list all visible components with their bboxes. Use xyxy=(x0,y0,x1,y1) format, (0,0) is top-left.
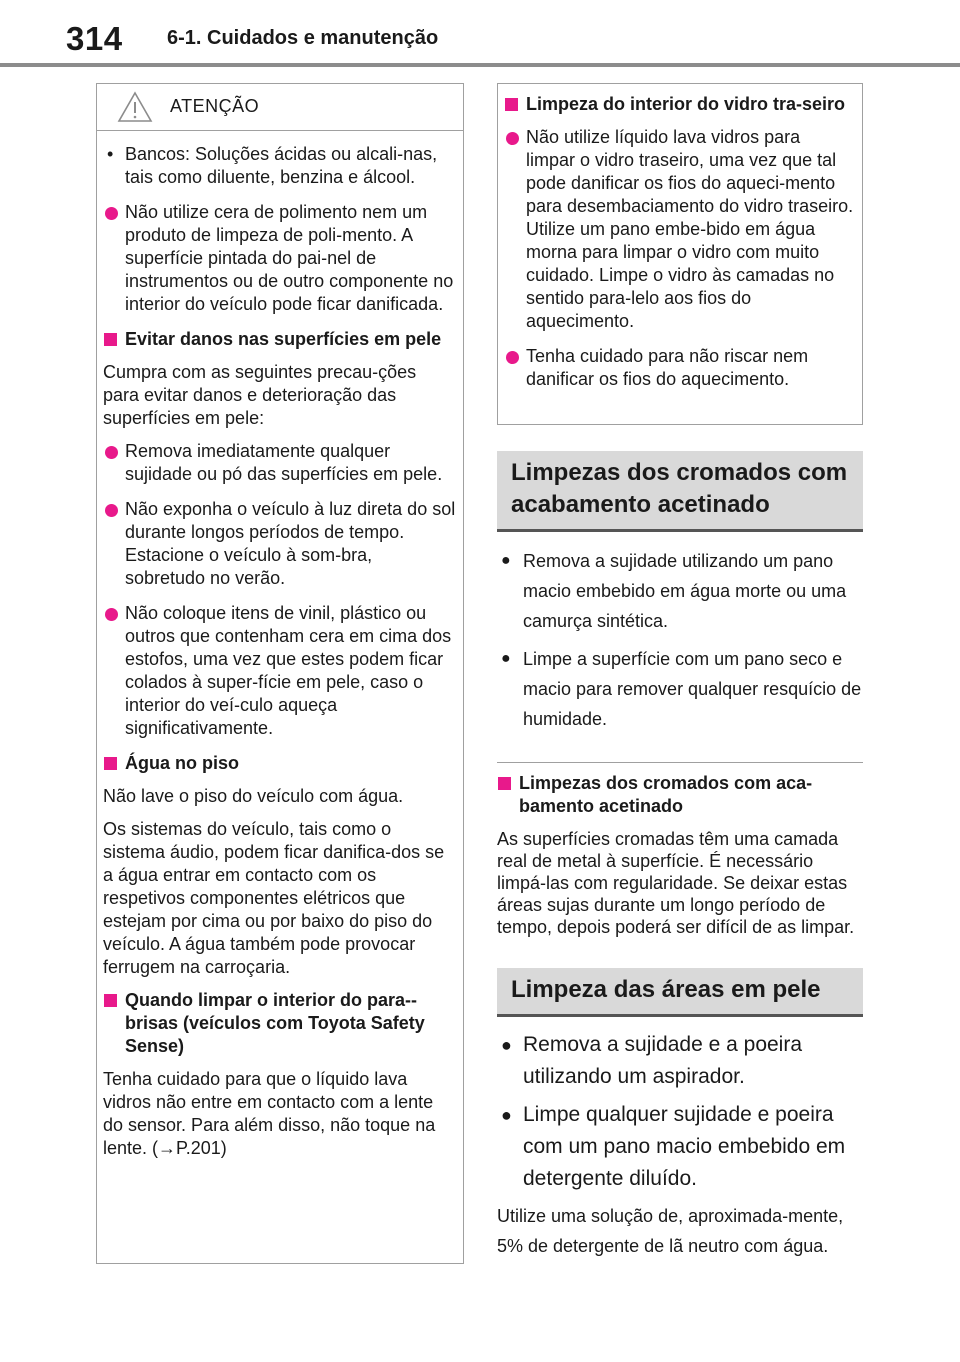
leather-note: Utilize uma solução de, aproximada-mente… xyxy=(497,1206,844,1256)
chrome-step: ● Remova a sujidade utilizando um pano ma… xyxy=(497,546,863,636)
warning-subheading: Evitar danos nas superfícies em pele xyxy=(103,328,457,351)
step-marker: ● xyxy=(501,1105,512,1125)
item-text: Não exponha o veículo à luz direta do so… xyxy=(125,499,456,588)
rear-window-heading: Limpeza do interior do vidro tra-seiro xyxy=(504,93,854,116)
step-text: Limpe a superfície com um pano seco e ma… xyxy=(523,649,862,729)
dash-marker: • xyxy=(107,144,114,164)
section-title: 6-1. Cuidados e manutenção xyxy=(167,27,439,49)
heading-text: Limpeza do interior do vidro tra-seiro xyxy=(526,94,846,114)
item-text: Remova imediatamente qualquer sujidade o… xyxy=(125,441,443,484)
square-marker-icon xyxy=(505,98,518,111)
square-marker-icon xyxy=(104,994,117,1007)
bullet-dot-icon xyxy=(105,446,118,459)
section-divider xyxy=(497,762,863,763)
right-column: Limpeza do interior do vidro tra-seiro N… xyxy=(497,83,863,1271)
warning-triangle-icon xyxy=(117,91,153,122)
item-text: Não coloque itens de vinil, plástico ou … xyxy=(125,603,452,738)
warning-paragraph: Não lave o piso do veículo com água. xyxy=(103,786,404,806)
chrome-note-heading: Limpezas dos cromados com aca-bamento ac… xyxy=(497,772,863,818)
warning-paragraph: Cumpra com as seguintes precau-ções para… xyxy=(103,362,417,428)
bullet-dot-icon xyxy=(105,608,118,621)
chrome-step: ● Limpe a superfície com um pano seco e m… xyxy=(497,644,863,734)
item-text: Não utilize cera de polimento nem um pro… xyxy=(125,202,454,314)
item-text: Não utilize líquido lava vidros para lim… xyxy=(526,127,854,331)
heading-text: Evitar danos nas superfícies em pele xyxy=(125,329,442,349)
step-text: Limpe qualquer sujidade e poeira com um … xyxy=(523,1103,846,1190)
leather-step: ● Limpe qualquer sujidade e poeira com um… xyxy=(497,1099,863,1195)
warning-content: • Bancos: Soluções ácidas ou alcali-nas, … xyxy=(97,131,463,1160)
leather-step: ● Remova a sujidade e a poeira utilizando… xyxy=(497,1029,863,1093)
page-header: 314 6-1. Cuidados e manutenção xyxy=(0,0,960,70)
warning-item: Não utilize cera de polimento nem um pro… xyxy=(103,201,457,316)
heading-text: Água no piso xyxy=(125,753,239,773)
warning-item: Não coloque itens de vinil, plástico ou … xyxy=(103,602,457,740)
square-marker-icon xyxy=(498,777,511,790)
warning-box: ATENÇÃO • Bancos: Soluções ácidas ou alca… xyxy=(96,83,464,1264)
step-marker: ● xyxy=(501,552,511,569)
square-marker-icon xyxy=(104,333,117,346)
warning-subheading: Quando limpar o interior do para--brisas… xyxy=(103,989,457,1058)
rear-window-item: Não utilize líquido lava vidros para lim… xyxy=(504,126,854,333)
chrome-section-title: Limpezas dos cromados com acabamento ace… xyxy=(497,451,863,532)
warning-title: ATENÇÃO xyxy=(170,96,260,116)
bullet-dot-icon xyxy=(506,132,519,145)
heading-text: Quando limpar o interior do para--brisas… xyxy=(125,990,425,1056)
warning-item: Não exponha o veículo à luz direta do so… xyxy=(103,498,457,590)
warning-paragraph: Tenha cuidado para que o líquido lava vi… xyxy=(103,1069,436,1158)
chrome-note-text: As superfícies cromadas têm uma camada r… xyxy=(497,829,855,937)
bullet-dot-icon xyxy=(105,207,118,220)
warning-item: Remova imediatamente qualquer sujidade o… xyxy=(103,440,457,486)
page-number: 314 xyxy=(66,20,123,57)
item-text: Tenha cuidado para não riscar nem danifi… xyxy=(526,346,809,389)
step-marker: ● xyxy=(501,650,511,667)
warning-header: ATENÇÃO xyxy=(97,84,463,131)
bullet-dot-icon xyxy=(105,504,118,517)
header-rule xyxy=(0,63,960,67)
item-text: Bancos: Soluções ácidas ou alcali-nas, t… xyxy=(125,144,438,187)
warning-subheading: Água no piso xyxy=(103,752,457,775)
step-text: Remova a sujidade utilizando um pano mac… xyxy=(523,551,847,631)
heading-text: Limpezas dos cromados com aca-bamento ac… xyxy=(519,773,813,816)
bullet-dot-icon xyxy=(506,351,519,364)
rear-window-box: Limpeza do interior do vidro tra-seiro N… xyxy=(497,83,863,425)
warning-item: • Bancos: Soluções ácidas ou alcali-nas, … xyxy=(103,143,457,189)
step-text: Remova a sujidade e a poeira utilizando … xyxy=(523,1033,803,1088)
warning-paragraph: Os sistemas do veículo, tais como o sist… xyxy=(103,819,445,977)
step-marker: ● xyxy=(501,1035,512,1055)
square-marker-icon xyxy=(104,757,117,770)
leather-section-title: Limpeza das áreas em pele xyxy=(497,968,863,1017)
rear-window-item: Tenha cuidado para não riscar nem danifi… xyxy=(504,345,854,391)
